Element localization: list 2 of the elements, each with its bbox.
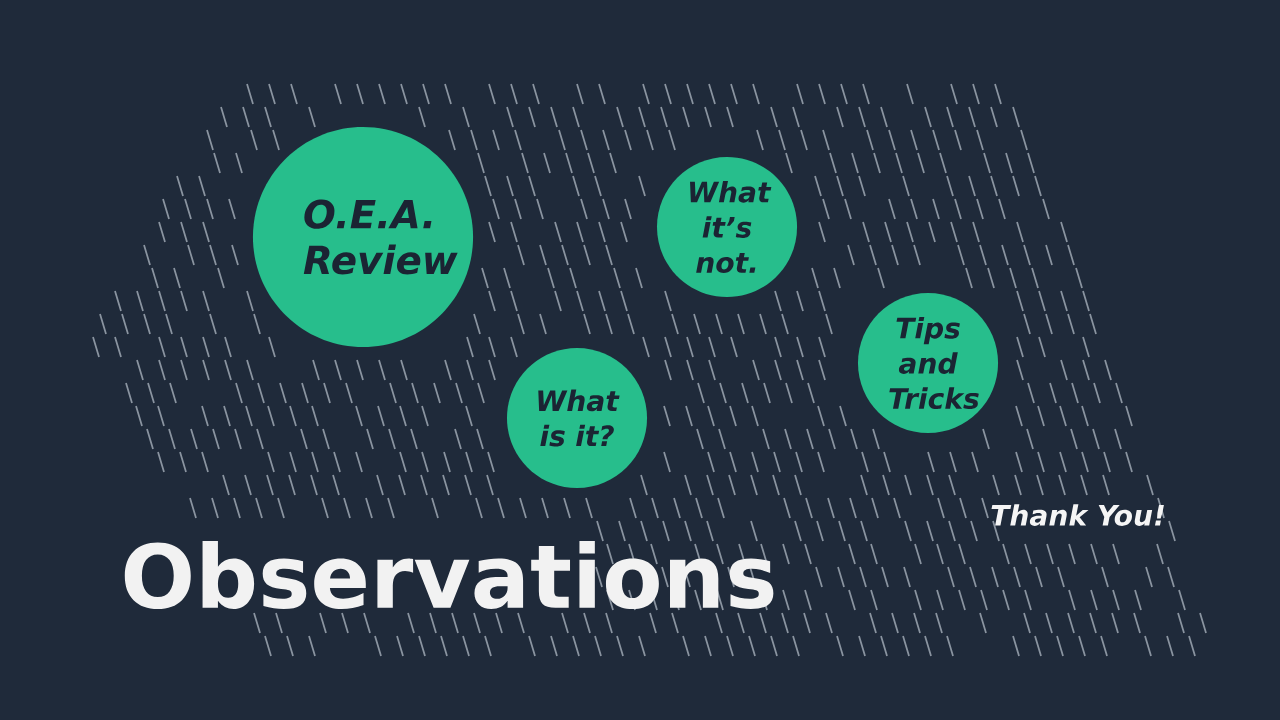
slide-title: Observations bbox=[124, 541, 774, 610]
closing-text: Thank You! bbox=[991, 504, 1164, 526]
